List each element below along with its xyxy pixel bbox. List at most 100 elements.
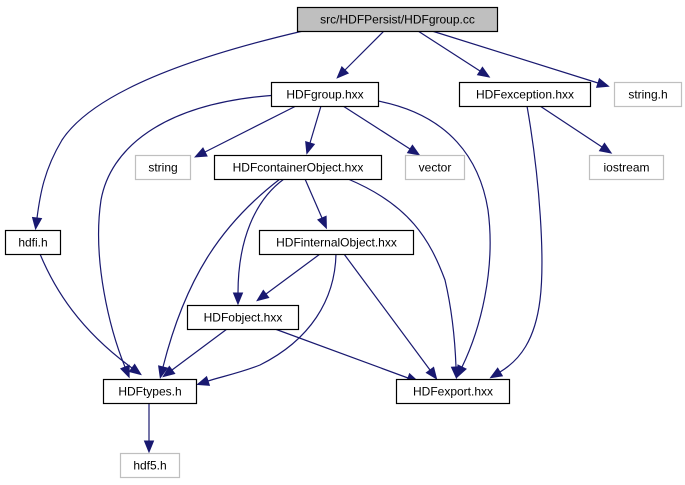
node-label: hdf5.h bbox=[133, 459, 166, 473]
edge-hdfcontainerobject_hxx-to-hdfexport_hxx bbox=[347, 178, 462, 380]
node-hdfi-h[interactable]: hdfi.h bbox=[4, 229, 62, 256]
arrowhead-icon bbox=[162, 365, 176, 378]
edge-line bbox=[343, 253, 431, 371]
node-box bbox=[119, 452, 181, 479]
arrowhead-icon bbox=[305, 141, 316, 155]
edge-line bbox=[274, 328, 409, 379]
node-hdfexception-hxx[interactable]: HDFexception.hxx bbox=[458, 81, 592, 108]
edge-line bbox=[162, 178, 281, 368]
node-box bbox=[395, 378, 511, 405]
node-string-h: string.h bbox=[613, 81, 683, 108]
node-hdftypes-h[interactable]: HDFtypes.h bbox=[102, 378, 198, 405]
edge-line bbox=[98, 94, 278, 368]
node-box bbox=[613, 81, 683, 108]
arrowhead-icon bbox=[425, 366, 438, 380]
node-box bbox=[258, 229, 415, 256]
node-label: HDFobject.hxx bbox=[204, 311, 283, 325]
arrowhead-icon bbox=[128, 363, 142, 376]
edge-line bbox=[265, 253, 321, 295]
arrowhead-icon bbox=[256, 289, 270, 302]
node-label: src/HDFPersist/HDFgroup.cc bbox=[320, 13, 475, 27]
edge-line bbox=[207, 253, 337, 382]
edge-root-to-string_h bbox=[431, 30, 610, 88]
node-box bbox=[186, 304, 300, 331]
edge-root-to-hdfi_h bbox=[31, 30, 304, 231]
node-box bbox=[102, 378, 198, 405]
node-box bbox=[458, 81, 592, 108]
node-vector: vector bbox=[404, 154, 466, 181]
arrowhead-icon bbox=[598, 142, 613, 154]
edge-hdfi_h-to-hdftypes_h bbox=[39, 253, 142, 376]
node-box bbox=[213, 154, 383, 181]
edge-line bbox=[377, 100, 491, 368]
node-hdfcontainerobject-hxx[interactable]: HDFcontainerObject.hxx bbox=[213, 154, 383, 181]
node-label: iostream bbox=[603, 161, 649, 175]
node-box bbox=[4, 229, 62, 256]
arrowhead-icon bbox=[232, 292, 244, 306]
node-label: vector bbox=[419, 161, 452, 175]
edge-line bbox=[36, 30, 304, 219]
edges-layer bbox=[31, 30, 613, 454]
edge-line bbox=[171, 328, 228, 371]
arrowhead-icon bbox=[450, 366, 462, 380]
arrowhead-icon bbox=[194, 147, 208, 158]
edge-hdfobject_hxx-to-hdftypes_h bbox=[162, 328, 228, 378]
node-hdfinternalobject-hxx[interactable]: HDFinternalObject.hxx bbox=[258, 229, 415, 256]
node-label: HDFinternalObject.hxx bbox=[276, 236, 397, 250]
edge-line bbox=[304, 178, 323, 219]
node-label: HDFgroup.hxx bbox=[286, 88, 363, 102]
edge-line bbox=[344, 30, 385, 71]
edge-line bbox=[237, 178, 285, 294]
node-label: HDFexception.hxx bbox=[476, 88, 574, 102]
arrowhead-icon bbox=[595, 77, 610, 88]
node-box bbox=[296, 6, 499, 33]
arrowhead-icon bbox=[31, 216, 43, 231]
edge-line bbox=[347, 178, 457, 368]
edge-line bbox=[204, 105, 297, 153]
arrowhead-icon bbox=[119, 364, 130, 379]
node-box bbox=[588, 154, 665, 181]
node-label: hdfi.h bbox=[18, 236, 47, 250]
edge-hdfinternalobject_hxx-to-hdftypes_h bbox=[196, 253, 337, 386]
edge-root-to-hdfexception_hxx bbox=[417, 30, 491, 78]
edge-line bbox=[417, 30, 481, 72]
edge-hdftypes_h-to-hdf5_h bbox=[143, 403, 155, 454]
node-box bbox=[404, 154, 466, 181]
edge-hdfcontainerobject_hxx-to-hdfobject_hxx bbox=[232, 178, 285, 306]
edge-hdfinternalobject_hxx-to-hdfobject_hxx bbox=[256, 253, 321, 302]
arrowhead-icon bbox=[406, 144, 421, 156]
arrowhead-icon bbox=[196, 375, 211, 386]
edge-hdfinternalobject_hxx-to-hdfexport_hxx bbox=[343, 253, 438, 380]
edge-line bbox=[309, 105, 322, 144]
node-box bbox=[134, 154, 192, 181]
edge-hdfexception_hxx-to-iostream bbox=[539, 105, 613, 154]
arrowhead-icon bbox=[489, 367, 504, 379]
arrowhead-icon bbox=[336, 65, 350, 79]
edge-hdfgroup_hxx-to-vector bbox=[342, 105, 421, 156]
node-root[interactable]: src/HDFPersist/HDFgroup.cc bbox=[296, 6, 499, 33]
node-hdfexport-hxx[interactable]: HDFexport.hxx bbox=[395, 378, 511, 405]
node-hdfobject-hxx[interactable]: HDFobject.hxx bbox=[186, 304, 300, 331]
edge-hdfgroup_hxx-to-hdftypes_h bbox=[98, 94, 278, 379]
node-label: HDFtypes.h bbox=[118, 385, 181, 399]
node-hdf5-h: hdf5.h bbox=[119, 452, 181, 479]
node-label: HDFcontainerObject.hxx bbox=[233, 161, 364, 175]
node-label: string bbox=[148, 161, 177, 175]
node-string: string bbox=[134, 154, 192, 181]
arrowhead-icon bbox=[476, 66, 491, 78]
edge-line bbox=[342, 105, 411, 150]
edge-hdfcontainerobject_hxx-to-hdftypes_h bbox=[158, 178, 281, 379]
arrowhead-icon bbox=[143, 440, 155, 454]
edge-hdfgroup_hxx-to-hdfcontainerobject_hxx bbox=[305, 105, 322, 155]
node-hdfgroup-hxx[interactable]: HDFgroup.hxx bbox=[270, 81, 380, 108]
edge-hdfexception_hxx-to-hdfexport_hxx bbox=[489, 105, 543, 379]
arrowhead-icon bbox=[316, 215, 327, 230]
edge-hdfobject_hxx-to-hdfexport_hxx bbox=[274, 328, 420, 383]
arrowhead-icon bbox=[158, 365, 169, 379]
edge-line bbox=[539, 105, 603, 148]
node-iostream: iostream bbox=[588, 154, 665, 181]
edge-root-to-hdfgroup_hxx bbox=[336, 30, 385, 79]
node-label: HDFexport.hxx bbox=[413, 385, 493, 399]
